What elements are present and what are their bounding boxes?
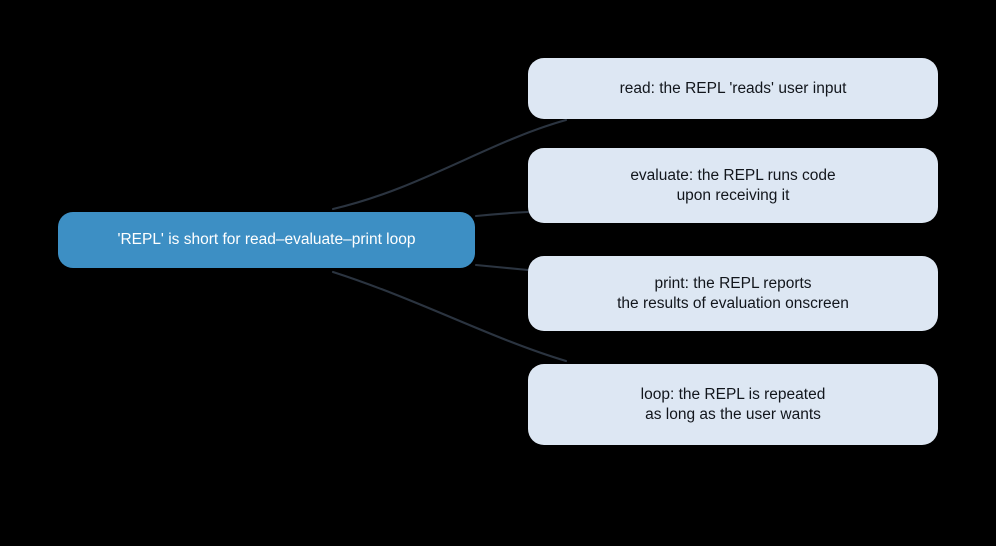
branch-node-loop[interactable]: loop: the REPL is repeated as long as th…	[528, 364, 938, 445]
branch-node-evaluate[interactable]: evaluate: the REPL runs code upon receiv…	[528, 148, 938, 223]
branch-node-print[interactable]: print: the REPL reports the results of e…	[528, 256, 938, 331]
branch-node-read[interactable]: read: the REPL 'reads' user input	[528, 58, 938, 119]
root-node-repl[interactable]: 'REPL' is short for read–evaluate–print …	[58, 212, 475, 268]
connector-root-to-print	[474, 263, 530, 272]
connector-root-to-evaluate	[474, 210, 530, 218]
